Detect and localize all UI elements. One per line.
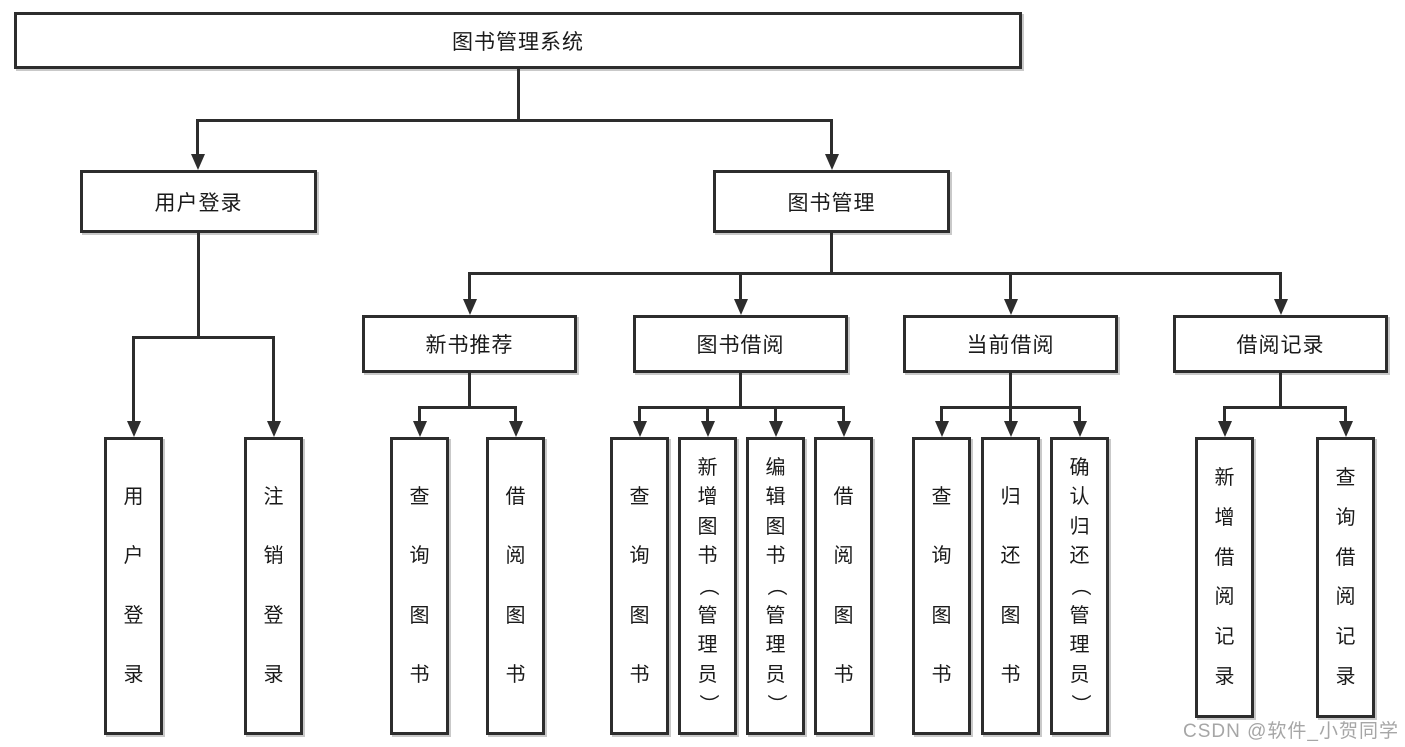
arrow-down-icon <box>413 421 427 437</box>
connector-mgmt-stem <box>830 233 833 272</box>
leaf-edit-books-admin: 编辑图书（管理员） <box>746 437 805 735</box>
connector-leaf-stem <box>1344 406 1347 421</box>
connector-leaf-stem <box>1078 406 1081 421</box>
leaf-add-books-admin: 新增图书（管理员） <box>678 437 737 735</box>
leaf-confirm-return-admin: 确认归还（管理员） <box>1050 437 1109 735</box>
arrow-down-icon <box>127 421 141 437</box>
connector-leaf-stem <box>418 406 421 421</box>
connector-group-stem <box>468 373 471 406</box>
arrow-down-icon <box>701 421 715 437</box>
arrow-down-icon <box>1339 421 1353 437</box>
connector-branch-stem <box>1279 272 1282 299</box>
arrow-down-icon <box>1073 421 1087 437</box>
arrow-down-icon <box>935 421 949 437</box>
arrow-down-icon <box>825 154 839 170</box>
arrow-down-icon <box>633 421 647 437</box>
arrow-down-icon <box>267 421 281 437</box>
node-label: 新书推荐 <box>425 334 514 357</box>
arrow-down-icon <box>191 154 205 170</box>
watermark-text: CSDN @软件_小贺同学 <box>1183 721 1399 742</box>
connector-group-hline <box>418 406 517 409</box>
connector-leaf-stem <box>842 406 845 421</box>
arrow-down-icon <box>1004 299 1018 315</box>
arrow-down-icon <box>769 421 783 437</box>
leaf-query-borrow-record: 查询借阅记录 <box>1316 437 1375 718</box>
leaf-add-borrow-record: 新增借阅记录 <box>1195 437 1254 718</box>
connector-leaf-stem <box>774 406 777 421</box>
node-label: 图书管理系统 <box>452 30 584 54</box>
arrow-down-icon <box>1004 421 1018 437</box>
connector-branch-stem <box>739 272 742 299</box>
connector-leaf-stem <box>1009 406 1012 421</box>
connector-user-group-stem <box>197 233 200 336</box>
connector-group-hline <box>1223 406 1347 409</box>
leaf-query-books: 查询图书 <box>390 437 449 735</box>
connector-group-stem <box>1279 373 1282 406</box>
connector-group-hline <box>638 406 845 409</box>
connector-mgmt-hline <box>468 272 1282 275</box>
connector-group-stem <box>1009 373 1012 406</box>
node-label: 图书管理 <box>787 191 876 215</box>
node-library-management-system: 图书管理系统 <box>14 12 1022 69</box>
leaf-borrow-books: 借阅图书 <box>814 437 873 735</box>
connector-branch-stem <box>1009 272 1012 299</box>
connector-leaf-stem <box>272 336 275 421</box>
leaf-query-books: 查询图书 <box>912 437 971 735</box>
leaf-return-books: 归还图书 <box>981 437 1040 735</box>
leaf-logout: 注销登录 <box>244 437 303 735</box>
arrow-down-icon <box>509 421 523 437</box>
connector-leaf-stem <box>514 406 517 421</box>
connector-root-stem <box>517 69 520 119</box>
node-label: 用户登录 <box>154 191 243 215</box>
connector-leaf-stem <box>940 406 943 421</box>
connector-leaf-stem <box>1223 406 1226 421</box>
connector-user-login-stem <box>196 119 199 154</box>
node-label: 图书借阅 <box>696 334 785 357</box>
connector-book-mgmt-stem <box>830 119 833 154</box>
node-current-borrow: 当前借阅 <box>903 315 1118 373</box>
connector-user-group-hline <box>132 336 275 339</box>
node-label: 借阅记录 <box>1236 334 1325 357</box>
node-new-book-recommend: 新书推荐 <box>362 315 577 373</box>
arrow-down-icon <box>1274 299 1288 315</box>
arrow-down-icon <box>1218 421 1232 437</box>
connector-branch-stem <box>468 272 471 299</box>
connector-root-hline <box>196 119 833 122</box>
node-user-login: 用户登录 <box>80 170 317 233</box>
connector-leaf-stem <box>638 406 641 421</box>
connector-leaf-stem <box>132 336 135 421</box>
arrow-down-icon <box>837 421 851 437</box>
node-label: 当前借阅 <box>966 334 1055 357</box>
leaf-query-books: 查询图书 <box>610 437 669 735</box>
node-book-borrow: 图书借阅 <box>633 315 848 373</box>
node-book-management: 图书管理 <box>713 170 950 233</box>
connector-leaf-stem <box>706 406 709 421</box>
leaf-user-login: 用户登录 <box>104 437 163 735</box>
arrow-down-icon <box>734 299 748 315</box>
arrow-down-icon <box>463 299 477 315</box>
leaf-borrow-books: 借阅图书 <box>486 437 545 735</box>
connector-group-stem <box>739 373 742 406</box>
node-borrow-records: 借阅记录 <box>1173 315 1388 373</box>
